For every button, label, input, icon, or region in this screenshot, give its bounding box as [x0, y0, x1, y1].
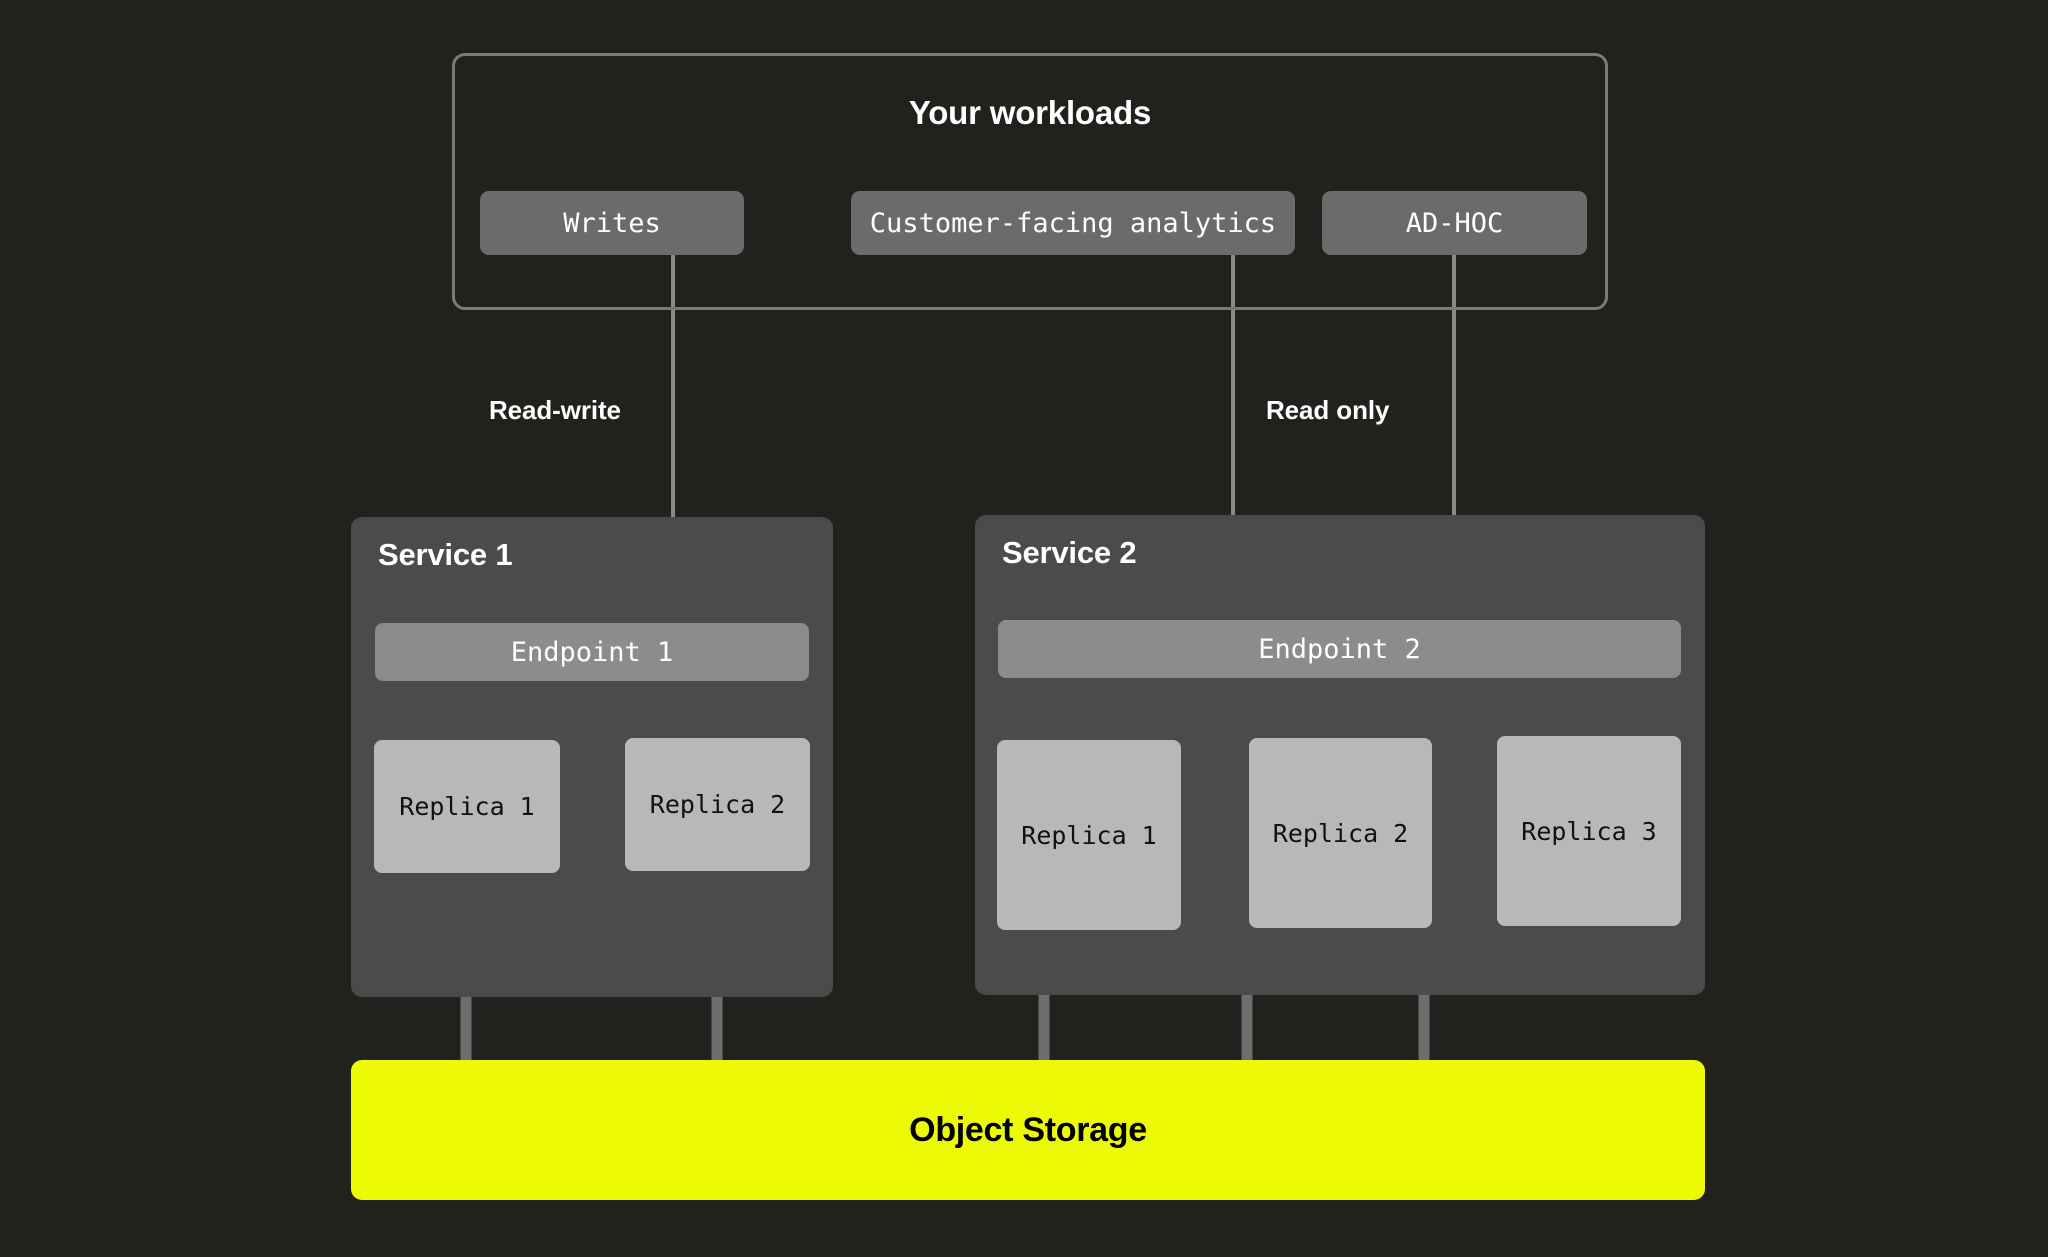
- replica-label: Replica 2: [649, 790, 786, 819]
- service1-replica-2[interactable]: Replica 2: [625, 738, 810, 871]
- workloads-panel: Your workloads: [452, 53, 1608, 310]
- flow-label-read-write: Read-write: [489, 395, 621, 425]
- endpoint-2[interactable]: Endpoint 2: [998, 620, 1681, 678]
- workloads-title: Your workloads: [908, 94, 1152, 131]
- flow-label-read-only: Read only: [1266, 395, 1390, 425]
- workload-box-label: Customer-facing analytics: [869, 207, 1277, 239]
- replica-label: Replica 2: [1272, 818, 1409, 848]
- endpoint-label: Endpoint 2: [1258, 633, 1421, 665]
- object-storage-label: Object Storage: [909, 1110, 1147, 1149]
- service2-replica-3[interactable]: Replica 3: [1497, 736, 1681, 926]
- workload-box-writes[interactable]: Writes: [480, 191, 744, 255]
- object-storage-bar[interactable]: Object Storage: [351, 1060, 1705, 1200]
- service-title: Service 1: [378, 537, 513, 572]
- workload-box-label: AD-HOC: [1405, 207, 1504, 239]
- endpoint-label: Endpoint 1: [510, 636, 674, 668]
- workload-box-label: Writes: [563, 207, 661, 239]
- service1-replica-1[interactable]: Replica 1: [374, 740, 560, 873]
- service2-replica-2[interactable]: Replica 2: [1249, 738, 1432, 928]
- endpoint-1[interactable]: Endpoint 1: [375, 623, 809, 681]
- replica-label: Replica 3: [1521, 816, 1657, 846]
- replica-label: Replica 1: [399, 792, 535, 821]
- workload-box-customer-facing-analytics[interactable]: Customer-facing analytics: [851, 191, 1295, 255]
- service2-replica-1[interactable]: Replica 1: [997, 740, 1181, 930]
- workload-box-ad-hoc[interactable]: AD-HOC: [1322, 191, 1587, 255]
- replica-label: Replica 1: [1021, 820, 1157, 850]
- service-title: Service 2: [1002, 535, 1137, 570]
